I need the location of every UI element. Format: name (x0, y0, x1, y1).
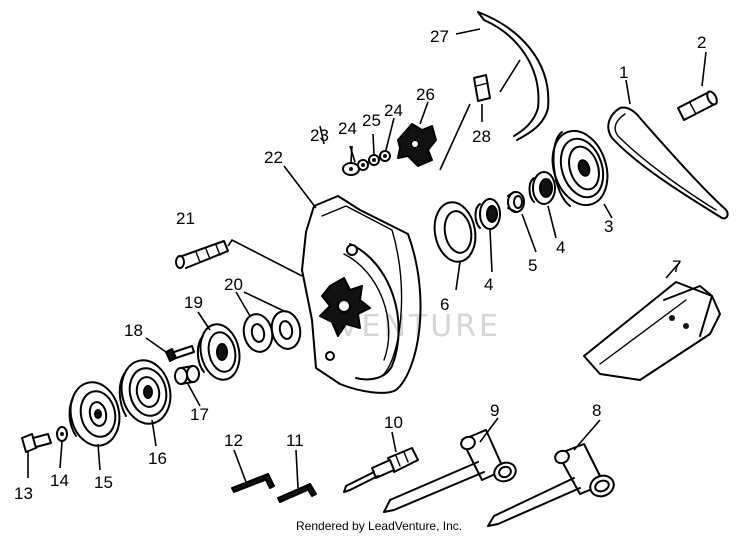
part-6-ring (433, 201, 477, 263)
leader-lines (27, 28, 707, 489)
callout-18: 18 (124, 321, 143, 340)
part-14-washer (56, 426, 68, 442)
callout-27: 27 (430, 27, 449, 46)
callout-8: 8 (592, 401, 601, 420)
callout-11: 11 (286, 431, 304, 450)
callout-17: 17 (190, 405, 209, 424)
callout-22: 22 (264, 148, 283, 167)
part-16-impeller (118, 359, 172, 425)
callout-19: 19 (184, 293, 203, 312)
part-9-t-wrench (383, 429, 517, 513)
callout-2: 2 (697, 33, 706, 52)
part-24-washer-b (379, 150, 391, 162)
part-28-key (473, 74, 491, 102)
callout-14: 14 (50, 471, 69, 490)
callout-4-left: 4 (484, 275, 493, 294)
footer-credit: Rendered by LeadVenture, Inc. (296, 519, 462, 533)
callout-9: 9 (490, 401, 499, 420)
callout-21: 21 (176, 209, 195, 228)
callout-24-b: 24 (384, 101, 403, 120)
callout-10: 10 (384, 413, 403, 432)
callout-labels: 27 2 1 26 24 25 24 23 28 22 3 4 5 4 21 6… (14, 27, 706, 503)
part-24-washer-a (357, 159, 369, 171)
part-7-paddle (583, 281, 721, 381)
part-17-bushing (174, 365, 200, 385)
part-26-star-knob (397, 123, 437, 167)
part-21-bolt (175, 238, 303, 277)
part-25-washer (368, 154, 380, 166)
callout-13: 13 (14, 484, 33, 503)
part-10-screwdriver (343, 447, 419, 493)
part-2-pin (677, 90, 718, 121)
callout-4-right: 4 (556, 238, 565, 257)
callout-6: 6 (440, 295, 449, 314)
part-1-drive-belt (607, 106, 729, 220)
part-8-t-wrench (487, 443, 615, 527)
callout-16: 16 (148, 449, 167, 468)
callout-5: 5 (528, 256, 537, 275)
part-19-flange (196, 323, 241, 381)
callout-7: 7 (672, 257, 681, 276)
part-27-belt-guard-strap (477, 11, 550, 141)
part-12-hex-key (231, 473, 275, 493)
part-23-washer (342, 162, 360, 176)
part-5-spacer (507, 191, 525, 213)
part-22-impeller-housing (301, 195, 422, 394)
callout-20: 20 (224, 275, 243, 294)
callout-1: 1 (619, 63, 628, 82)
callout-24-a: 24 (338, 119, 357, 138)
callout-15: 15 (94, 473, 113, 492)
part-4-bearing-right (528, 171, 556, 205)
callout-3: 3 (604, 217, 613, 236)
part-15-disc (68, 381, 121, 447)
callout-12: 12 (224, 431, 243, 450)
callout-26: 26 (416, 85, 435, 104)
part-3-pulley (551, 129, 609, 207)
part-20-gaskets (242, 310, 302, 353)
part-13-bolt (21, 433, 52, 453)
callout-25: 25 (362, 111, 381, 130)
callout-28: 28 (472, 127, 491, 146)
callout-23: 23 (310, 126, 329, 145)
part-11-hex-key (277, 483, 317, 503)
part-4-bearing-left (474, 198, 501, 230)
part-18-bolt (165, 345, 195, 362)
